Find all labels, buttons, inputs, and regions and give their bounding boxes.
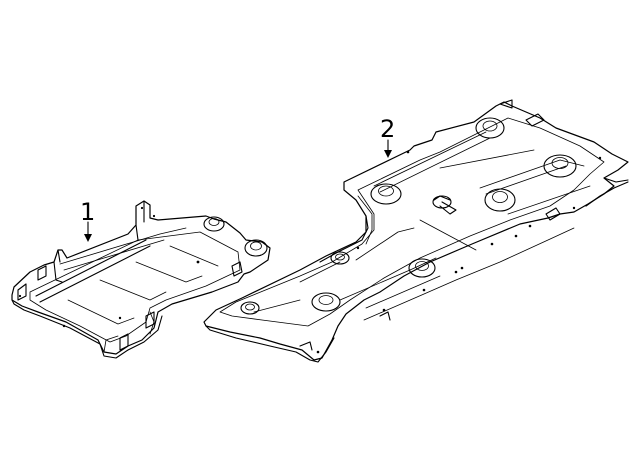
callout-1-label: 1 <box>80 198 95 226</box>
callout-2: 2 <box>380 115 395 158</box>
callout-1: 1 <box>80 198 95 242</box>
part-2-rear-underbody-shield <box>203 99 629 363</box>
callout-1-arrowhead <box>84 234 92 242</box>
callout-2-arrowhead <box>384 150 392 158</box>
part-1-front-underbody-shield <box>11 200 271 359</box>
callout-2-label: 2 <box>380 115 395 143</box>
